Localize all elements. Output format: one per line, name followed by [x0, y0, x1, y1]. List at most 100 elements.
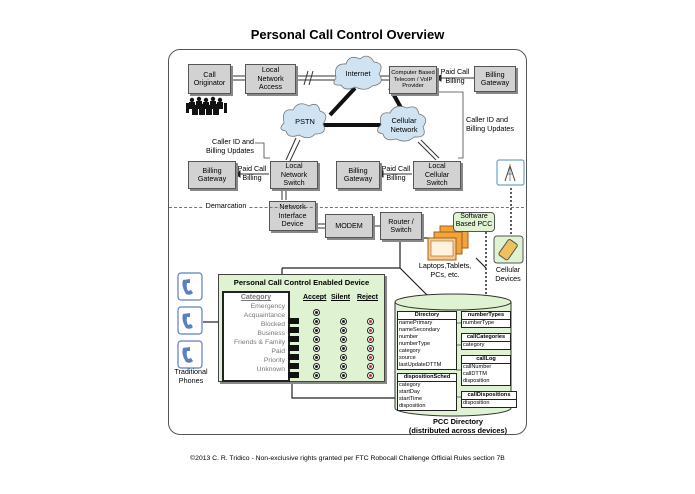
directory-field: lastUpdateDTTM — [399, 362, 442, 368]
call-originator-box: Call Originator — [188, 64, 231, 94]
cellular-devices-label: Cellular Devices — [495, 265, 521, 283]
cell-tower-icon — [496, 159, 525, 186]
number-types-field: numberType — [463, 320, 495, 326]
computer-provider-box: Computer Based Telecom / VoIP Provider — [389, 66, 437, 94]
call-log-field: callDTTM — [463, 371, 487, 377]
internet-cloud — [333, 55, 382, 90]
pstn-cloud — [280, 103, 327, 139]
silent-radio[interactable] — [340, 345, 347, 352]
accept-radio[interactable] — [313, 336, 320, 343]
pstn-label: PSTN — [295, 117, 315, 126]
call-dispositions-name: callDispositions — [462, 392, 516, 400]
cellular-network-cloud — [377, 105, 427, 142]
reject-radio[interactable] — [367, 363, 374, 370]
category-toggle[interactable] — [288, 318, 299, 324]
call-dispositions-table: callDispositions disposition — [461, 391, 517, 408]
reject-radio[interactable] — [367, 318, 374, 325]
disposition-sched-field: startDay — [399, 389, 420, 395]
paid-call-billing-mid-label: Paid Call Billing — [381, 164, 411, 182]
silent-radio[interactable] — [340, 336, 347, 343]
paid-call-billing-top-label: Paid Call Billing — [440, 67, 470, 85]
silent-radio[interactable] — [340, 318, 347, 325]
accept-radio[interactable] — [313, 372, 320, 379]
call-log-name: callLog — [462, 356, 510, 364]
silent-radio[interactable] — [340, 327, 347, 334]
router-switch-box: Router / Switch — [380, 212, 422, 240]
call-categories-name: callCategories — [462, 334, 510, 342]
silent-radio[interactable] — [340, 354, 347, 361]
laptops-icon — [427, 225, 469, 261]
reject-radio[interactable] — [367, 354, 374, 361]
reject-radio[interactable] — [367, 336, 374, 343]
category-item: Business — [257, 330, 285, 337]
disposition-sched-field: category — [399, 382, 421, 388]
category-item: Emergency — [250, 303, 285, 310]
diagram-frame — [168, 49, 527, 435]
paid-call-billing-left-label: Paid Call Billing — [237, 164, 267, 182]
reject-radio[interactable] — [367, 372, 374, 379]
category-item: Friends & Family — [234, 339, 285, 346]
traditional-phones-icon — [177, 272, 203, 369]
accept-radio[interactable] — [313, 354, 320, 361]
call-dispositions-field: disposition — [463, 400, 490, 406]
call-log-field: callNumber — [463, 364, 492, 370]
link-pstn-internet — [328, 86, 357, 117]
caller-id-right-label: Caller ID and Billing Updates — [466, 115, 514, 133]
directory-field: number — [399, 334, 418, 340]
category-item: Blocked — [260, 321, 285, 328]
demarcation-line — [169, 207, 524, 208]
caller-id-left-label: Caller ID and Billing Updates — [206, 137, 254, 155]
cellular-phone-icon — [493, 235, 524, 264]
accept-radio[interactable] — [313, 309, 320, 316]
category-toggle[interactable] — [288, 336, 299, 342]
disposition-sched-name: dispositionSched — [398, 374, 456, 382]
directory-field: namePrimary — [399, 320, 433, 326]
disposition-sched-field: startTime — [399, 396, 423, 402]
traditional-phones-label: Traditional Phones — [174, 367, 208, 385]
directory-field: category — [399, 348, 421, 354]
internet-label: Internet — [345, 69, 371, 78]
footer-copyright: ©2013 C. R. Tridico - Non-exclusive righ… — [190, 455, 505, 462]
category-item: Priority — [263, 357, 285, 364]
category-toggle[interactable] — [288, 345, 299, 351]
network-interface-device-box: Network Interface Device — [269, 201, 316, 231]
category-item: Acquaintance — [243, 312, 285, 319]
accept-radio[interactable] — [313, 363, 320, 370]
modem-box: MODEM — [325, 214, 373, 238]
disposition-sched-field: disposition — [399, 403, 426, 409]
category-toggle[interactable] — [288, 363, 299, 369]
accept-radio[interactable] — [313, 318, 320, 325]
silent-radio[interactable] — [340, 372, 347, 379]
pcc-enabled-device: Personal Call Control Enabled Device Cat… — [218, 274, 385, 382]
reject-radio[interactable] — [367, 345, 374, 352]
laptops-label: Laptops,Tablets, PCs, etc. — [418, 261, 472, 279]
category-list: Category Emergency Acquaintance Blocked … — [222, 291, 290, 382]
category-toggle[interactable] — [288, 327, 299, 333]
directory-field: numberType — [399, 341, 431, 347]
page-title: Personal Call Control Overview — [250, 27, 445, 42]
directory-field: source — [399, 355, 416, 361]
accept-radio[interactable] — [313, 345, 320, 352]
billing-gateway-left-box: Billing Gateway — [188, 161, 236, 189]
call-log-table: callLog callNumber callDTTM disposition — [461, 355, 511, 386]
accept-radio[interactable] — [313, 327, 320, 334]
billing-gateway-top-box: Billing Gateway — [474, 66, 516, 92]
number-types-name: numberTypes — [462, 312, 510, 320]
category-toggle[interactable] — [288, 372, 299, 378]
local-network-switch-box: Local Network Switch — [270, 161, 318, 189]
category-item: Paid — [271, 348, 285, 355]
call-categories-table: callCategories category — [461, 333, 511, 350]
reject-radio[interactable] — [367, 327, 374, 334]
category-item: Unknown — [256, 366, 285, 373]
silent-radio[interactable] — [340, 363, 347, 370]
category-toggle[interactable] — [288, 354, 299, 360]
directory-table-name: Directory — [398, 312, 456, 320]
accept-column-header: Accept — [303, 294, 327, 301]
local-cellular-switch-box: Local Cellular Switch — [413, 161, 461, 189]
call-log-field: disposition — [463, 378, 490, 384]
directory-field: nameSecondary — [399, 327, 440, 333]
directory-table: Directory namePrimary nameSecondary numb… — [397, 311, 457, 370]
pcc-device-title: Personal Call Control Enabled Device — [233, 278, 370, 287]
software-pcc-bubble: Software Based PCC — [453, 212, 495, 232]
silent-column-header: Silent — [331, 294, 351, 301]
